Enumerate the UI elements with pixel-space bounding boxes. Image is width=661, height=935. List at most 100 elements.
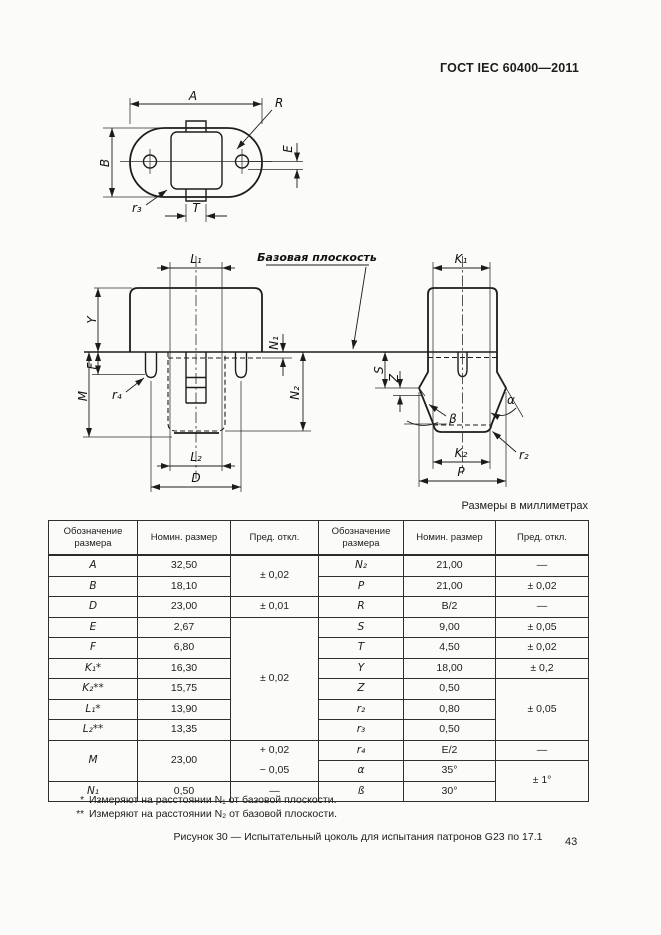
table-cell: Z xyxy=(318,678,404,700)
table-cell: 0,50 xyxy=(403,719,496,741)
table-cell: α xyxy=(318,760,404,782)
dim-label-r2: r₂ xyxy=(519,448,529,462)
table-cell: r₃ xyxy=(318,719,404,741)
dim-label-k2: K₂ xyxy=(455,446,468,460)
table-row: A 32,50 ± 0,02 N₂ 21,00 — xyxy=(48,554,589,597)
table-cell: L₁* xyxy=(48,698,138,720)
table-cell: ± 0,02 xyxy=(230,554,319,597)
page-number: 43 xyxy=(565,836,578,848)
table-cell: M xyxy=(48,739,138,782)
column-header: Номин. размер xyxy=(137,520,231,556)
dim-label-m: M xyxy=(76,390,90,401)
table-row: N₁ 0,50 — ß 30° xyxy=(48,780,589,802)
top-view: A B R E r₃ T xyxy=(98,89,303,222)
table-row: E 2,67 ± 0,02 S 9,00 ± 0,05 xyxy=(48,616,589,741)
table-cell: 35° xyxy=(403,760,496,782)
dim-label-beta: β xyxy=(448,412,457,426)
table-row: M 23,00 + 0,02 − 0,05 r₄ E/2 — xyxy=(48,739,589,782)
table-cell: ± 1° xyxy=(495,760,589,802)
dim-label-l2: L₂ xyxy=(190,450,202,464)
table-cell: 15,75 xyxy=(137,678,231,700)
footnote-marker: * xyxy=(80,795,84,806)
column-header: Пред. откл. xyxy=(495,520,589,556)
table-cell: D xyxy=(48,596,138,618)
table-cell: N₁ xyxy=(48,780,138,802)
footnote: ** Измеряют на расстоянии N₂ от базовой … xyxy=(64,808,337,822)
dimensions-table: Обозначение размера Номин. размер Пред. … xyxy=(48,520,589,802)
table-cell: B/2 xyxy=(403,596,496,618)
table-cell: — xyxy=(495,596,589,618)
table-cell: P xyxy=(318,575,404,597)
table-cell: K₁* xyxy=(48,657,138,679)
dim-label-z: Z xyxy=(387,373,401,383)
table-cell: 13,90 xyxy=(137,698,231,720)
table-cell: Y xyxy=(318,657,404,679)
table-cell: 21,00 xyxy=(403,554,496,577)
table-cell: 2,67 xyxy=(137,616,231,638)
dim-label-k1: K₁ xyxy=(455,252,468,266)
table-cell: 30° xyxy=(403,780,496,802)
dim-label-r: R xyxy=(275,96,283,110)
table-cell: L₂** xyxy=(48,719,138,741)
dim-label-alpha: α xyxy=(507,393,515,407)
dim-label-b: B xyxy=(98,159,112,167)
footnote: * Измеряют на расстоянии N₁ от базовой п… xyxy=(64,794,337,808)
table-row: α 35° ± 1° xyxy=(49,760,589,802)
table-row: K₂** 15,75 Z 0,50 ± 0,05 xyxy=(48,678,589,741)
footnote-marker: ** xyxy=(76,808,84,820)
table-row: D 23,00 ± 0,01 R B/2 — xyxy=(48,596,589,618)
dim-label-a: A xyxy=(188,89,197,103)
column-header: Обозначение размера xyxy=(318,520,404,556)
table-row: K₁* 16,30 Y 18,00 ± 0,2 xyxy=(48,657,589,679)
dim-label-n2: N₂ xyxy=(288,386,302,400)
table-cell: ± 0,05 xyxy=(495,678,589,741)
table-cell: 23,00 xyxy=(137,739,231,782)
table-cell: 13,35 xyxy=(137,719,231,741)
table-cell: K₂** xyxy=(48,678,138,700)
table-cell: F xyxy=(48,637,138,659)
dim-label-f: F xyxy=(85,361,99,369)
base-plane-label: Базовая плоскость xyxy=(257,251,377,264)
table-row: L₁* 13,90 r₂ 0,80 xyxy=(48,698,589,720)
table-cell: ± 0,05 xyxy=(495,616,589,638)
table-cell: + 0,02 − 0,05 xyxy=(230,739,319,782)
dim-label-l1: L₁ xyxy=(190,252,202,266)
table-cell: N₂ xyxy=(318,554,404,577)
table-cell: — xyxy=(495,739,589,761)
dim-label-p: P xyxy=(457,465,465,479)
table-cell: 4,50 xyxy=(403,637,496,659)
dim-label-t: T xyxy=(192,201,201,215)
table-cell: 21,00 xyxy=(403,575,496,597)
dim-label-y: Y xyxy=(85,315,99,324)
standard-header: ГОСТ IEC 60400—2011 xyxy=(440,61,579,75)
column-header: Обозначение размера xyxy=(48,520,138,556)
table-cell: 6,80 xyxy=(137,637,231,659)
table-header-row: Обозначение размера Номин. размер Пред. … xyxy=(48,520,589,556)
table-cell: ± 0,02 xyxy=(230,616,319,741)
table-cell: R xyxy=(318,596,404,618)
table-cell: r₂ xyxy=(318,698,404,720)
table-cell: ± 0,2 xyxy=(495,657,589,679)
table-cell: r₄ xyxy=(318,739,404,761)
dim-label-s: S xyxy=(372,366,386,374)
column-header: Пред. откл. xyxy=(230,520,319,556)
table-cell: 18,10 xyxy=(137,575,231,597)
table-cell: 18,00 xyxy=(403,657,496,679)
units-note: Размеры в миллиметрах xyxy=(461,500,588,512)
table-cell: 16,30 xyxy=(137,657,231,679)
table-cell: 0,50 xyxy=(403,678,496,700)
figure-caption: Рисунок 30 — Испытательный цоколь для ис… xyxy=(173,831,543,843)
table-cell: 23,00 xyxy=(137,596,231,618)
footnote-text: Измеряют на расстоянии N₂ от базовой пло… xyxy=(89,807,338,820)
dim-label-n1: N₁ xyxy=(267,336,281,350)
footnote-text: Измеряют на расстоянии N₁ от базовой пло… xyxy=(89,794,337,806)
table-cell: — xyxy=(230,780,319,802)
dim-label-r3: r₃ xyxy=(132,201,142,215)
deviation-minus: − 0,05 xyxy=(259,763,290,776)
dim-label-d: D xyxy=(191,471,200,485)
table-row: L₂** 13,35 r₃ 0,50 xyxy=(48,719,589,741)
side-view: K₁ S Z β α r₂ K₂ P xyxy=(372,252,529,487)
table-cell: 9,00 xyxy=(403,616,496,638)
table-cell: 32,50 xyxy=(137,554,231,577)
